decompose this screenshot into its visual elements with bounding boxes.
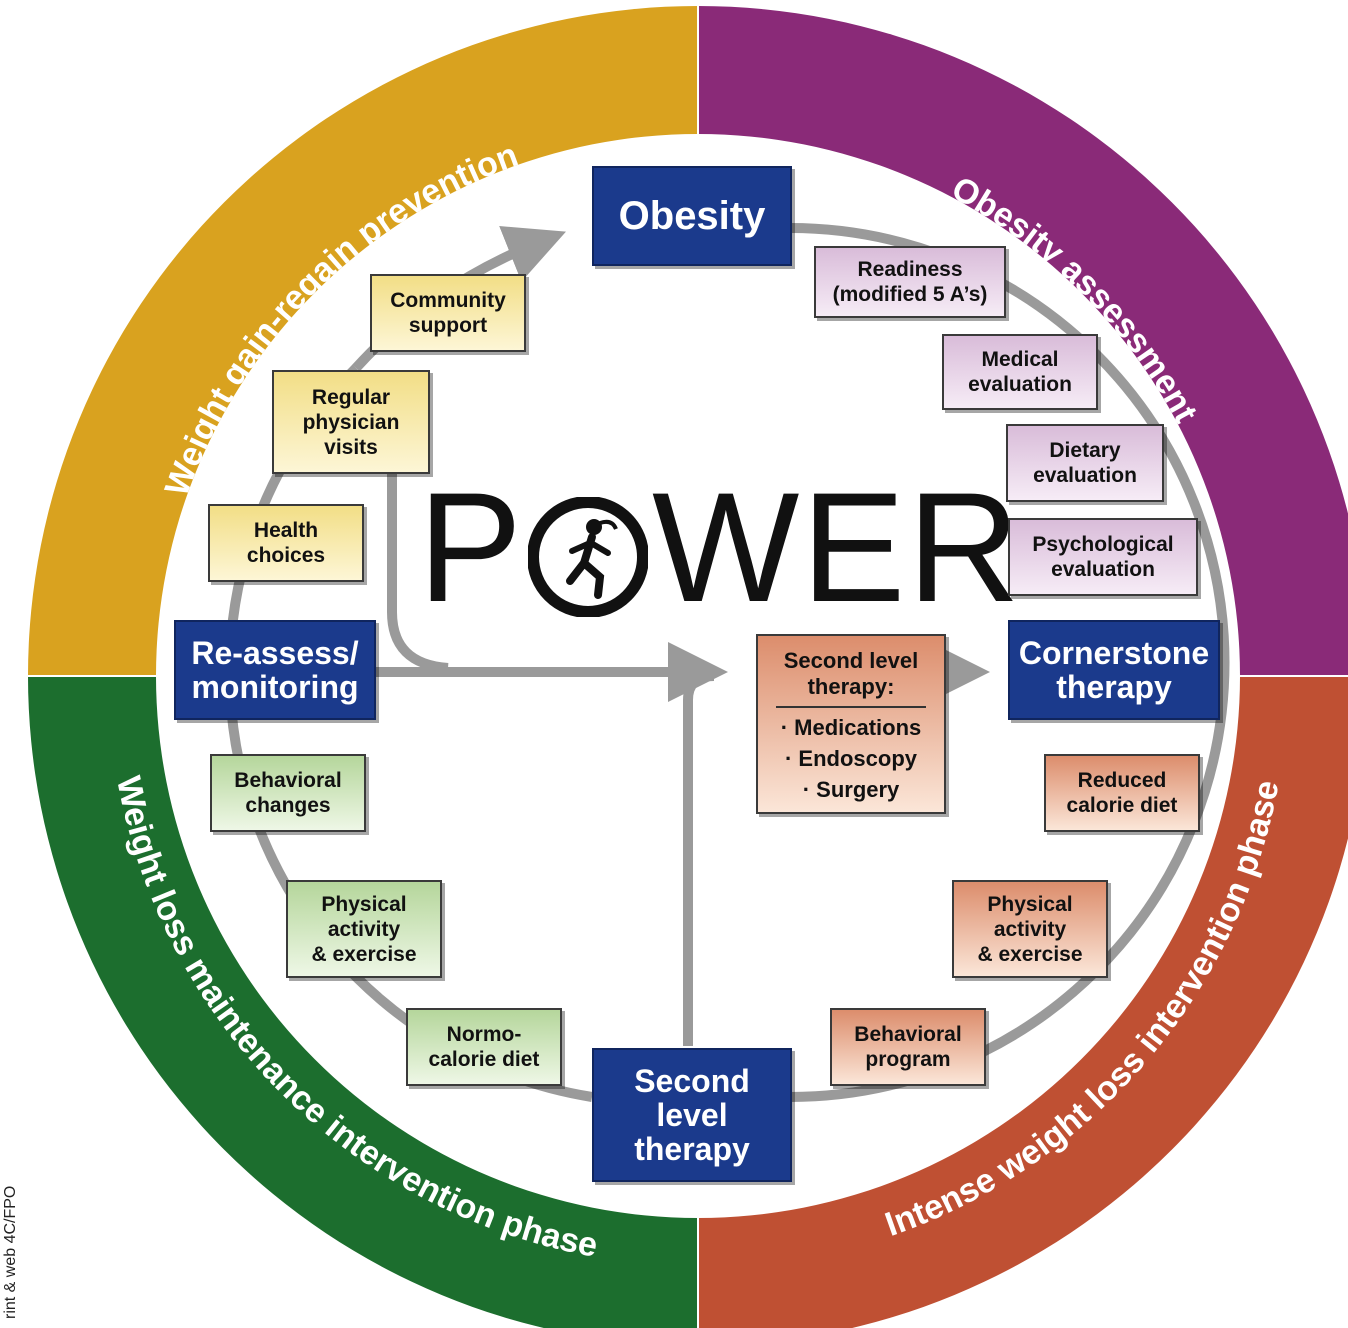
step-dietary-evaluation: Dietary evaluation — [1006, 424, 1164, 502]
ring-quadrant-intense — [698, 676, 1348, 1328]
step-physical-activity-intense: Physical activity & exercise — [952, 880, 1108, 978]
power-letter-p: P — [418, 461, 525, 635]
step-readiness: Readiness (modified 5 A’s) — [814, 246, 1006, 318]
second-level-therapy-detail: Second level therapy: · Medications · En… — [756, 634, 946, 814]
connector-visits-to-second — [387, 472, 449, 673]
step-community-support: Community support — [370, 274, 526, 352]
step-reduced-calorie-diet: Reduced calorie diet — [1044, 754, 1200, 832]
step-regular-physician-visits: Regular physician visits — [272, 370, 430, 474]
node-second-level-therapy: Second level therapy — [592, 1048, 792, 1182]
side-note: rint & web 4C/FPO — [2, 1185, 19, 1319]
step-normo-calorie-diet: Normo- calorie diet — [406, 1008, 562, 1086]
connector-second-bottom-to-second — [683, 671, 715, 1046]
ring-quadrant-maintenance — [28, 676, 698, 1328]
power-letters-wer: WER — [652, 461, 1023, 635]
power-wordmark: P WER — [418, 461, 1023, 635]
step-medical-evaluation: Medical evaluation — [942, 334, 1098, 410]
step-physical-activity-maintenance: Physical activity & exercise — [286, 880, 442, 978]
ring-quadrant-assessment — [698, 6, 1348, 676]
step-health-choices: Health choices — [208, 504, 364, 582]
step-behavioral-changes: Behavioral changes — [210, 754, 366, 832]
node-cornerstone-therapy: Cornerstone therapy — [1008, 620, 1220, 720]
runner-icon — [527, 494, 650, 618]
step-behavioral-program: Behavioral program — [830, 1008, 986, 1086]
node-obesity: Obesity — [592, 166, 792, 266]
ring-quadrant-prevention — [28, 6, 698, 676]
step-psychological-evaluation: Psychological evaluation — [1008, 518, 1198, 596]
node-reassess-monitoring: Re-assess/ monitoring — [174, 620, 376, 720]
detail-divider — [776, 705, 926, 708]
